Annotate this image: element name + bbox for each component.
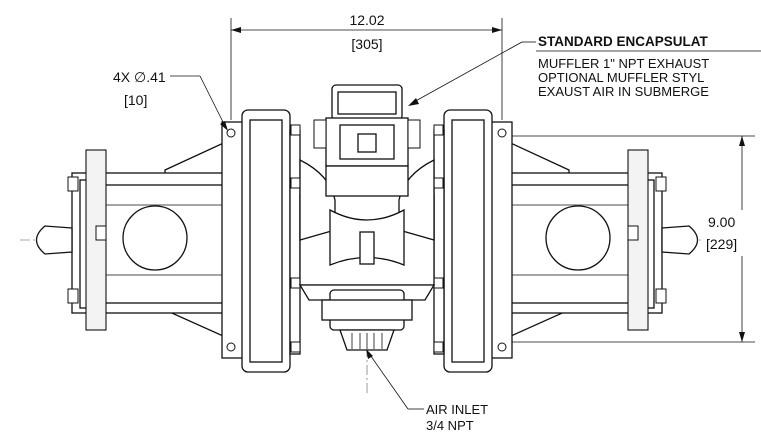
outer-bolts (67, 176, 667, 304)
left-mounting-flange (221, 121, 245, 359)
muffler-note-line1: MUFFLER 1" NPT EXHAUST (538, 56, 709, 71)
right-sight-port (545, 205, 611, 271)
air-inlet-assembly (321, 289, 413, 351)
hole-mm-label: [10] (124, 92, 147, 108)
right-diaphragm-chamber (433, 109, 493, 373)
muffler-leader (408, 41, 761, 106)
muffler-note-line3: EXAUST AIR IN SUBMERGE (538, 84, 709, 99)
left-diaphragm-chamber (241, 109, 301, 373)
right-mounting-flange (489, 121, 513, 359)
width-dimension (230, 18, 503, 120)
left-handle (35, 225, 73, 255)
air-inlet-leader (366, 349, 424, 410)
air-inlet-note-line1: AIR INLET (426, 402, 488, 417)
hole-callout-label: 4X ∅.41 (113, 69, 166, 85)
right-cylinder-body (501, 138, 663, 342)
left-sight-port (122, 205, 188, 271)
muffler-assembly (313, 84, 421, 197)
muffler-note-line2: OPTIONAL MUFFLER STYL (538, 70, 704, 85)
height-mm-label: [229] (706, 236, 737, 252)
height-inch-label: 9.00 (708, 214, 735, 230)
height-label-backdrop (703, 210, 761, 256)
mounting-holes (226, 128, 507, 352)
width-inch-label: 12.02 (349, 12, 384, 28)
hole-callout-leader (170, 75, 228, 131)
width-mm-label: [305] (351, 36, 382, 52)
air-inlet-note-line2: 3/4 NPT (426, 418, 474, 433)
muffler-note-title: STANDARD ENCAPSULAT (538, 34, 708, 49)
right-handle (661, 225, 699, 255)
